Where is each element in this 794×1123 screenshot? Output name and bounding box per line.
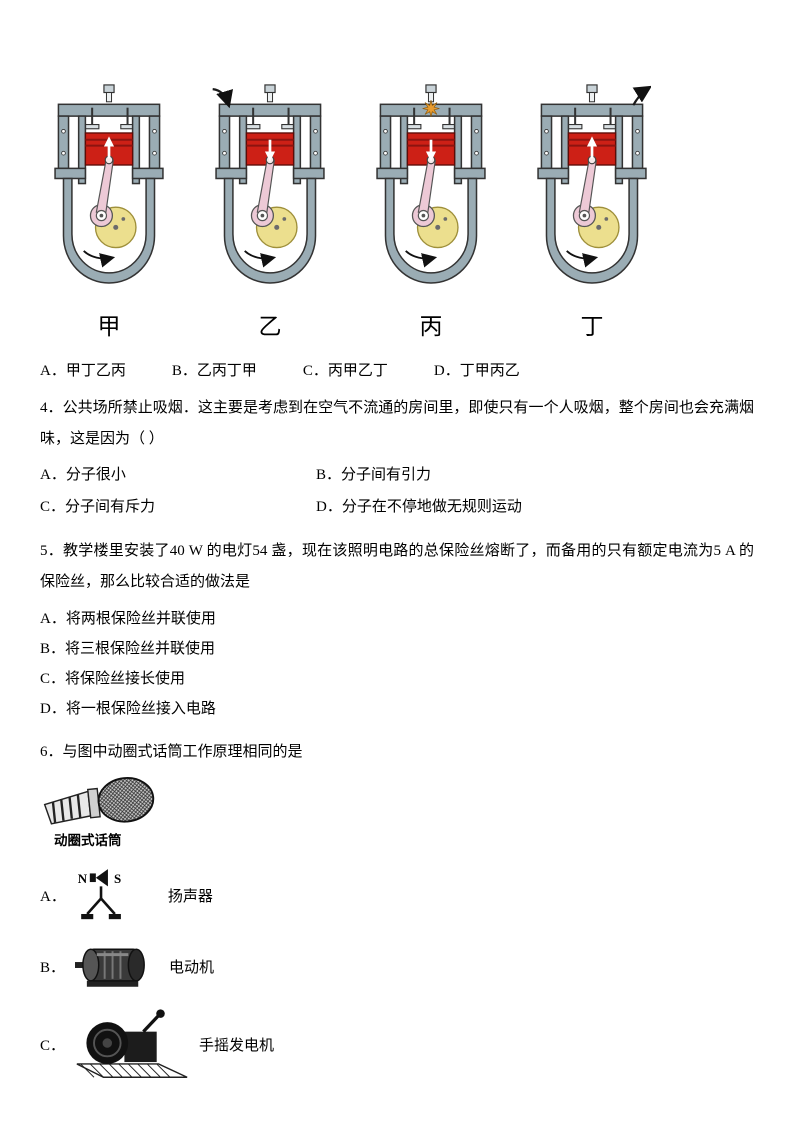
option-key: A．: [40, 888, 66, 905]
question-5: 5．教学楼里安装了40 W 的电灯54 盏，现在该照明电路的总保险丝熔断了，而备…: [40, 536, 754, 724]
hand-generator-icon: [76, 1009, 188, 1078]
speaker-pole-s: S: [114, 871, 121, 886]
speaker-pole-n: N: [78, 871, 88, 886]
question-4-stem: 4．公共场所禁止吸烟．这主要是考虑到在空气不流通的房间里，即使只有一个人吸烟，整…: [40, 400, 754, 447]
engine-figure: [50, 84, 754, 305]
question-5-stem: 5．教学楼里安装了40 W 的电灯54 盏，现在该照明电路的总保险丝熔断了，而备…: [40, 543, 754, 590]
question-5-options: A．将两根保险丝并联使用 B．将三根保险丝并联使用 C．将保险丝接长使用 D．将…: [40, 604, 754, 724]
microphone-icon: [43, 777, 155, 825]
option-b: B．分子间有引力: [316, 467, 432, 483]
option-c: C．将保险丝接长使用: [40, 671, 186, 687]
engine-diagram-yi: [212, 84, 329, 305]
option-b: B．乙丙丁甲: [171, 363, 257, 379]
microphone-figure: 动圈式话筒: [40, 776, 754, 849]
option-key: B．: [40, 959, 66, 976]
question-6-stem: 6．与图中动圈式话筒工作原理相同的是: [40, 744, 303, 760]
question-6-option-c: C．: [40, 1005, 754, 1083]
engine-diagram-ding: [533, 84, 651, 305]
engine-figure-labels: 甲 乙 丙 丁: [50, 307, 754, 341]
figure-label-ding: 丁: [580, 314, 604, 339]
option-a: A．甲丁乙丙: [40, 363, 126, 379]
figure-label-bing: 丙: [419, 314, 443, 339]
question-4-options: A．分子很小 B．分子间有引力 C．分子间有斥力 D．分子在不停地做无规则运动: [40, 459, 754, 523]
option-c: C．丙甲乙丁: [302, 363, 388, 379]
figure-label-yi: 乙: [258, 314, 282, 339]
option-b: B．将三根保险丝并联使用: [40, 641, 216, 657]
option-d: D．丁甲丙乙: [433, 363, 520, 379]
option-d: D．将一根保险丝接入电路: [40, 701, 216, 717]
option-label: 手摇发电机: [199, 1037, 275, 1054]
engine-diagram-jia: [50, 84, 168, 305]
question-6: 6．与图中动圈式话筒工作原理相同的是 动圈式话筒 A． N: [40, 737, 754, 1083]
question-6-option-b: B． 电动机: [40, 941, 754, 991]
option-d: D．分子在不停地做无规则运动: [316, 499, 522, 515]
motor-icon: [75, 948, 145, 987]
figure-label-jia: 甲: [97, 314, 121, 339]
option-a: A．分子很小: [40, 467, 126, 483]
engine-diagram-bing: [372, 84, 490, 305]
option-key: C．: [40, 1037, 66, 1054]
spark-icon: [422, 100, 440, 118]
option-c: C．分子间有斥力: [40, 499, 156, 515]
option-label: 扬声器: [167, 888, 213, 905]
option-a: A．将两根保险丝并联使用: [40, 611, 216, 627]
question-6-option-a: A． N S 扬声器: [40, 863, 754, 927]
option-label: 电动机: [169, 959, 215, 976]
question-4: 4．公共场所禁止吸烟．这主要是考虑到在空气不流通的房间里，即使只有一个人吸烟，整…: [40, 393, 754, 523]
question-engine-strokes: 甲 乙 丙 丁 A．甲丁乙丙 B．乙丙丁甲 C．丙甲乙丁 D．丁甲丙乙: [40, 84, 754, 380]
speaker-icon: N S: [78, 869, 121, 920]
question3-options: A．甲丁乙丙 B．乙丙丁甲 C．丙甲乙丁 D．丁甲丙乙: [40, 359, 754, 380]
microphone-caption: 动圈式话筒: [54, 833, 122, 848]
